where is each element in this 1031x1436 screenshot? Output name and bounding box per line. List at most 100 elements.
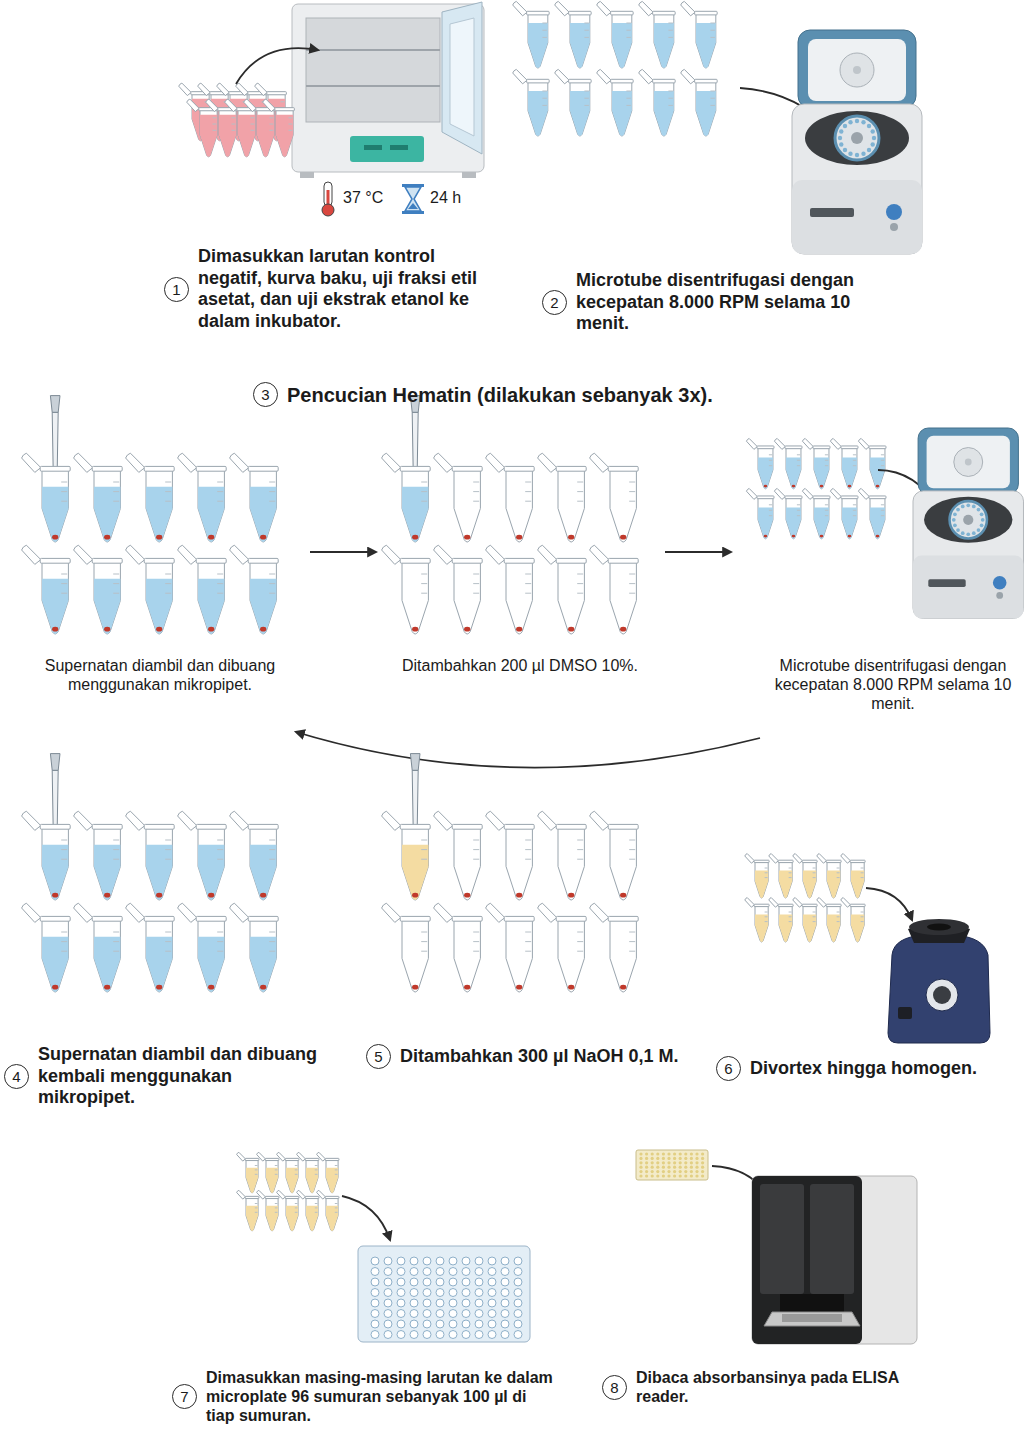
illustration-part [855,153,859,157]
tube-cap [830,488,841,499]
illustration-part [695,1174,698,1177]
graduation [861,916,864,917]
graduation [710,98,715,99]
tube-cap [774,438,785,449]
vortex-mixer [888,919,990,1043]
graduation [165,859,171,860]
tube-body [246,1198,258,1231]
tube-body [198,470,224,542]
tube-body [570,82,590,136]
tube-cap [206,99,218,111]
illustration-part [684,1174,687,1177]
tube-cap [597,1,611,15]
tube-body [286,1160,298,1193]
graduation [577,593,583,594]
tube-rim [653,79,676,83]
graduation [881,510,884,511]
tube-body [276,110,293,157]
illustration-part [792,104,922,254]
tube-rim [569,11,592,15]
graduation [255,1165,258,1166]
pellet [516,985,522,990]
well [397,1289,405,1297]
illustration-part [695,1161,698,1164]
tube-cap [802,488,813,499]
graduation [335,1207,338,1208]
graduation [584,30,589,31]
microtube [513,69,549,136]
tube-rim [452,916,482,921]
tube-body [506,828,532,900]
tube-liquid [250,487,276,542]
illustration-part [851,132,863,144]
tube-liquid [94,579,120,634]
graduation [765,868,768,869]
well [501,1310,509,1318]
well [462,1278,470,1286]
graduation [626,37,631,38]
graduation [789,872,792,873]
illustration-part [972,531,976,535]
pellet [260,985,266,990]
well [514,1289,522,1297]
microtube [126,545,175,634]
tube-body [306,1198,318,1231]
tube-body [42,828,68,900]
flow-arrow [310,551,376,553]
tube-liquid [198,579,224,634]
graduation [542,98,547,99]
tube-rim [527,11,550,15]
tube-set [237,1152,339,1231]
graduation [668,91,673,92]
tube-body [250,920,276,992]
microtube [297,1190,319,1231]
microtube [277,1152,299,1193]
tube-rim [305,1196,319,1198]
tube-liquid [276,115,293,157]
tube-body [779,862,792,898]
tube-body [326,1160,338,1193]
graduation [853,454,856,455]
tube-rim [265,1196,279,1198]
graduation [231,117,235,118]
graduation [797,460,800,461]
tube-cap [434,903,453,922]
flow-arrow [665,551,731,553]
graduation [577,859,583,860]
pellet [792,535,796,538]
tube-rim [248,916,278,921]
graduation [212,124,216,125]
graduation [421,482,427,483]
tube-cap [74,545,93,564]
step-item: 1Dimasukkan larutan kontrol negatif, kur… [164,246,498,332]
tube-cap [74,903,93,922]
centrifuge [913,428,1024,618]
pellet [104,535,110,540]
graduation [61,501,67,502]
tube-cap [297,1152,306,1161]
tube-liquid [306,1168,318,1193]
well [384,1278,392,1286]
illustration-part [684,1161,687,1164]
microtube [597,69,633,136]
pellet [52,627,58,632]
graduation [626,30,631,31]
pellet [412,893,418,898]
tube-body [528,14,548,68]
graduation [295,1174,298,1175]
graduation [61,593,67,594]
graduation [165,951,171,952]
graduation [789,921,792,922]
microtube [793,854,817,898]
well [501,1268,509,1276]
illustration-part [953,523,957,527]
tube-liquid [758,508,773,539]
tube-rim [196,558,226,563]
tube-liquid [803,914,816,942]
illustration-part [639,1157,642,1160]
step-description: Dimasukkan masing-masing larutan ke dala… [206,1368,556,1426]
microtube [178,545,227,634]
tube-body [238,110,255,157]
graduation [825,510,828,511]
step-description: Ditambahkan 300 µl NaOH 0,1 M. [400,1046,678,1068]
